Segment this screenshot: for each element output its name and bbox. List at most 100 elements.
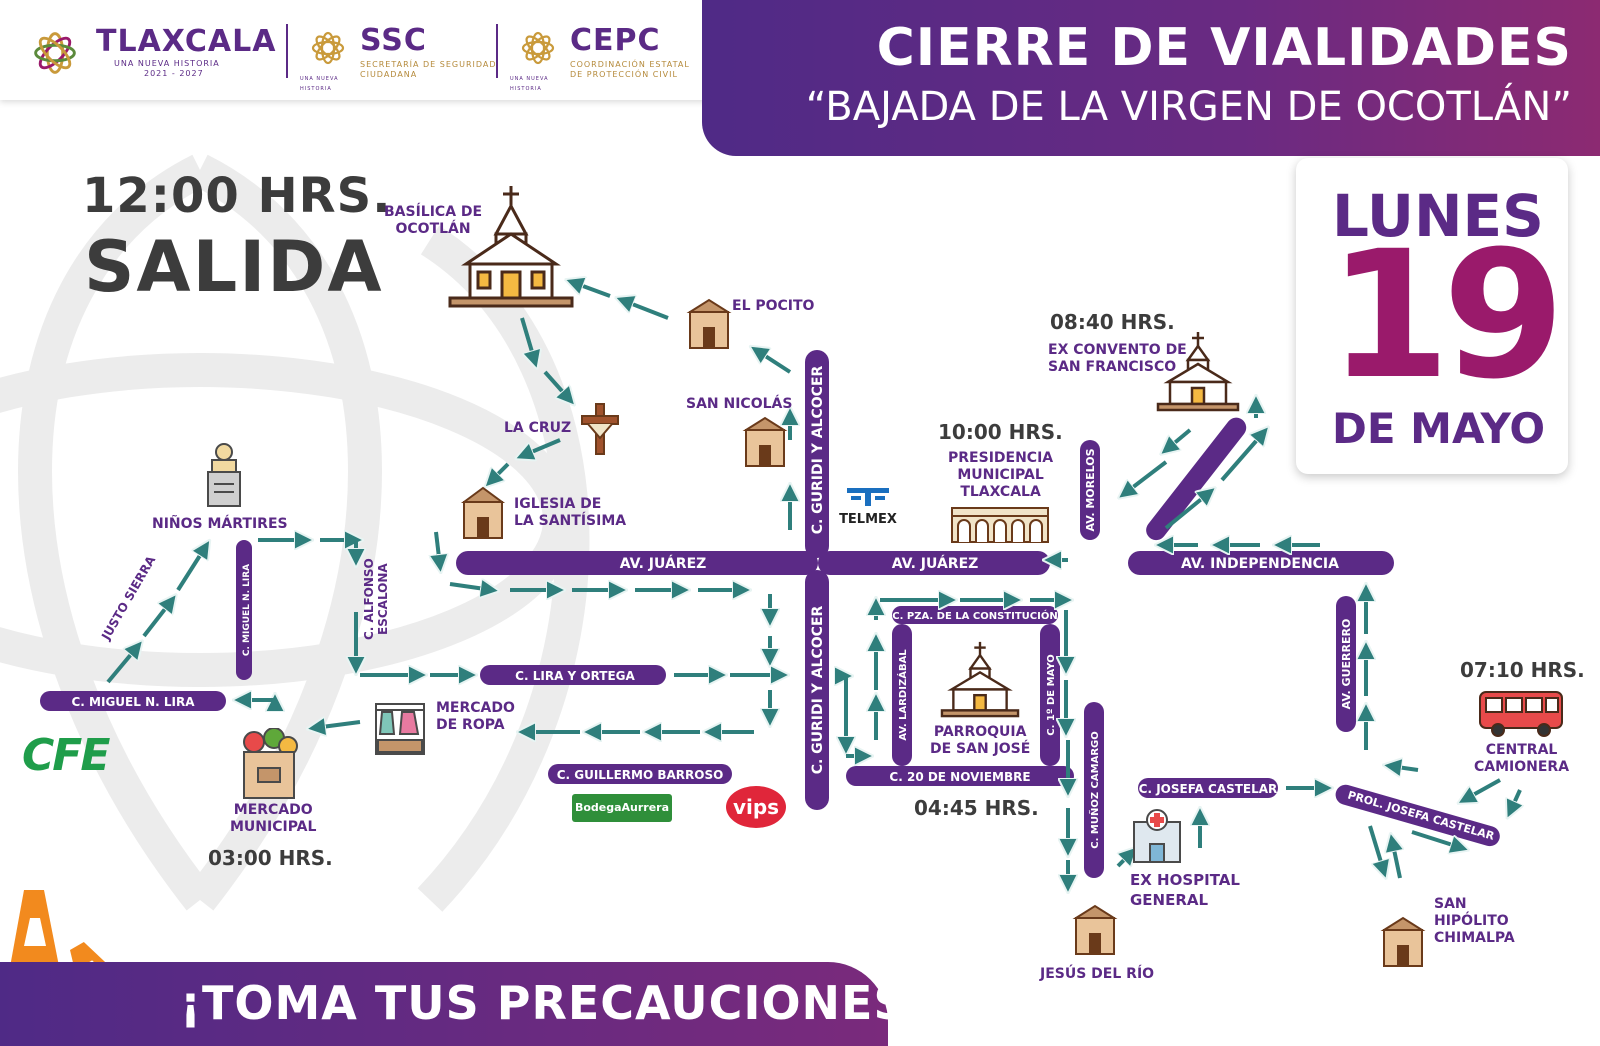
place-san-nicolas: SAN NICOLÁS [686,396,793,412]
time-ex-convento: 08:40 HRS. [1050,310,1175,334]
place-central: CENTRAL CAMIONERA [1474,742,1569,776]
logo-ssc: UNA NUEVA HISTORIA SSC SECRETARÍA DE SEG… [300,18,497,93]
road-lira-ortega [480,665,666,685]
bodega-aurrera-logo: BodegaAurrera [572,794,672,822]
header-logo-bar: TLAXCALA UNA NUEVA HISTORIA 2021 - 2027 … [0,0,760,100]
road-av-independencia [1128,551,1394,575]
time-parroquia: 04:45 HRS. [914,796,1039,820]
san-nicolas-chapel-icon [742,416,788,467]
road-av-juarez-east [818,551,1050,575]
logo-divider [286,24,288,78]
cross-icon [581,403,619,455]
time-presidencia: 10:00 HRS. [938,420,1063,444]
san-hipolito-chapel-icon [1380,916,1426,967]
road-munoz-camargo [1084,702,1104,878]
logo-ssc-sub1: SECRETARÍA DE SEGURIDAD [360,60,497,69]
road-primero-mayo [1040,624,1060,766]
logo-tlaxcala: TLAXCALA UNA NUEVA HISTORIA 2021 - 2027 [24,18,276,88]
street-label-guridi-top: C. GURIDI Y ALCOCER [810,365,826,534]
place-pocito: EL POCITO [732,298,815,314]
date-month: DE MAYO [1332,404,1546,453]
logo-cepc-sub2: DE PROTECCIÓN CIVIL [570,70,678,79]
monument-icon [207,443,241,507]
place-santisima: IGLESIA DE LA SANTÍSIMA [514,496,626,530]
logo-ssc-name: SSC [360,23,427,58]
vips-logo: vips [726,786,786,828]
street-label-pza-constitucion: C. PZA. DE LA CONSTITUCIÓN [892,609,1057,622]
date-day: 19 [1328,213,1565,418]
street-label-alfonso-escalona: C. ALFONSO ESCALONA [362,558,390,640]
page-title: CIERRE DE VIALIDADES [876,18,1572,78]
place-san-hipolito-text: SAN HIPÓLITO CHIMALPA [1434,896,1515,946]
road-miguel-lira-v [236,540,252,680]
road-av-juarez-west [456,551,818,575]
street-label-av-independencia: AV. INDEPENDENCIA [1181,556,1339,572]
logo-tlaxcala-sub2: 2021 - 2027 [144,69,204,78]
road-guridi-south [805,570,829,810]
street-label-miguel-lira-h: C. MIGUEL N. LIRA [72,695,196,709]
road-lardizabal [892,624,912,766]
place-parroquia-text: PARROQUIA DE SAN JOSÉ [930,724,1031,757]
title-banner: CIERRE DE VIALIDADES “BAJADA DE LA VIRGE… [702,0,1600,156]
logo-tlaxcala-name: TLAXCALA [96,24,277,59]
telmex-logo: TELMEX [832,486,904,527]
place-basilica-text: BASÍLICA DE OCOTLÁN [384,204,483,237]
page-subtitle: “BAJADA DE LA VIRGEN DE OCOTLÁN” [805,84,1572,130]
road-guillermo-barroso [548,764,732,784]
road-pza-constitucion [892,606,1058,624]
santisima-church-icon [460,486,506,539]
place-ex-convento-text: EX CONVENTO DE SAN FRANCISCO [1048,342,1187,375]
place-san-hipolito: SAN HIPÓLITO CHIMALPA [1434,896,1515,947]
place-central-text: CENTRAL CAMIONERA [1474,742,1570,775]
place-mercado-municipal: MERCADO MUNICIPAL [230,802,316,836]
logo-cepc-sub1: COORDINACIÓN ESTATAL [570,60,690,69]
place-santisima-text: IGLESIA DE LA SANTÍSIMA [514,496,627,529]
street-label-munoz-camargo: C. MUÑOZ CAMARGO [1088,731,1101,848]
place-basilica: BASÍLICA DE OCOTLÁN [384,204,482,238]
place-mercado-ropa: MERCADO DE ROPA [436,700,515,734]
start-label: SALIDA [84,226,384,308]
place-ex-hospital-text: EX HOSPITAL GENERAL [1130,871,1240,909]
time-mercado-municipal: 03:00 HRS. [208,846,333,870]
pocito-chapel-icon [686,298,732,349]
logo-tlaxcala-sub1: UNA NUEVA HISTORIA [114,59,220,68]
footer-message: ¡TOMA TUS PRECAUCIONES! [180,976,930,1030]
cfe-logo: CFE [22,730,110,781]
road-av-guerrero [1336,596,1356,732]
place-ex-hospital: EX HOSPITAL GENERAL [1130,870,1240,910]
date-card: LUNES 19 DE MAYO [1296,158,1568,474]
place-parroquia: PARROQUIA DE SAN JOSÉ [930,724,1030,758]
logo-ssc-tag: UNA NUEVA HISTORIA [300,76,339,92]
jesus-rio-chapel-icon [1072,904,1118,955]
street-label-av-morelos: AV. MORELOS [1084,448,1097,531]
bus-icon [1479,691,1563,737]
road-veinte-nov [846,766,1074,786]
street-label-av-guerrero: AV. GUERRERO [1340,619,1353,710]
place-mercado-ropa-text: MERCADO DE ROPA [436,700,515,733]
road-guridi-north [805,350,829,558]
hospital-icon [1133,809,1181,863]
footer-banner: ¡TOMA TUS PRECAUCIONES! [0,962,929,1046]
road-prol-josefa [1335,784,1500,847]
telmex-text: TELMEX [839,512,897,527]
street-label-veinte-nov: C. 20 DE NOVIEMBRE [889,770,1030,784]
bodega-aurrera-text: BodegaAurrera [574,801,670,814]
place-ninos-martires: NIÑOS MÁRTIRES [152,516,288,532]
street-label-av-juarez: AV. JUÁREZ [620,555,707,572]
street-label-josefa-castelar: C. JOSEFA CASTELAR [1139,782,1278,796]
logo-cepc: UNA NUEVA HISTORIA CEPC COORDINACIÓN EST… [510,18,690,93]
vips-text: vips [732,795,780,819]
street-label-guillermo-barroso: C. GUILLERMO BARROSO [557,768,724,782]
basilica-church-icon [448,186,574,308]
clothes-rack-icon [375,703,425,755]
street-label-lira-ortega: C. LIRA Y ORTEGA [515,669,635,683]
telmex-logo-icon [847,488,889,506]
place-la-cruz: LA CRUZ [504,420,572,436]
time-central: 07:10 HRS. [1460,658,1585,682]
street-label-primero-mayo: C. 1º DE MAYO [1046,654,1057,735]
date-weekday: LUNES [1332,182,1544,250]
place-presidencia-text: PRESIDENCIA MUNICIPAL TLAXCALA [948,450,1054,500]
parroquia-church-icon [940,641,1020,718]
